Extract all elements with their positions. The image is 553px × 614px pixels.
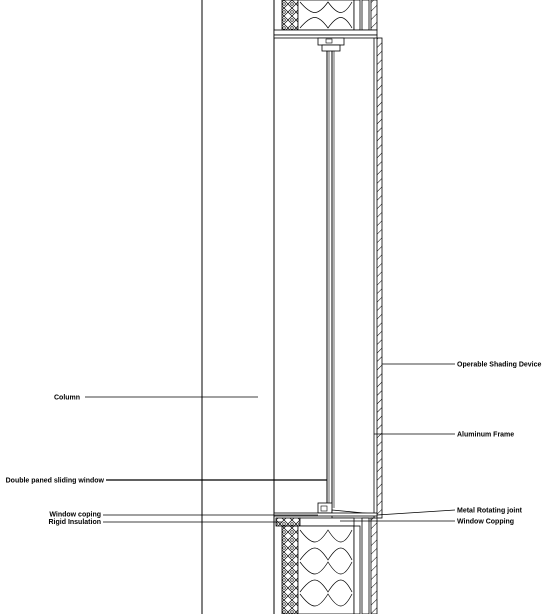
shading-device-frame — [373, 37, 383, 519]
window-head-frame — [317, 37, 345, 52]
window-sill-frame — [273, 502, 378, 519]
top-wall-block — [273, 0, 378, 39]
label-window-coping: Window coping — [49, 512, 101, 519]
leader-rotating-joint — [376, 509, 456, 516]
label-aluminum-frame: Aluminum Frame — [457, 432, 514, 439]
label-double-pane: Double paned sliding window — [6, 478, 105, 485]
label-metal-rotating-joint: Metal Rotating joint — [457, 508, 523, 515]
double-pane-glass — [326, 51, 335, 508]
label-operable-shading: Operable Shading Device — [457, 362, 542, 369]
label-rigid-insulation: Rigid Insulation — [49, 519, 102, 526]
leader-lines — [85, 363, 456, 523]
label-column: Column — [54, 395, 80, 402]
bottom-wall-block — [275, 517, 378, 614]
label-window-copping: Window Copping — [457, 519, 514, 526]
